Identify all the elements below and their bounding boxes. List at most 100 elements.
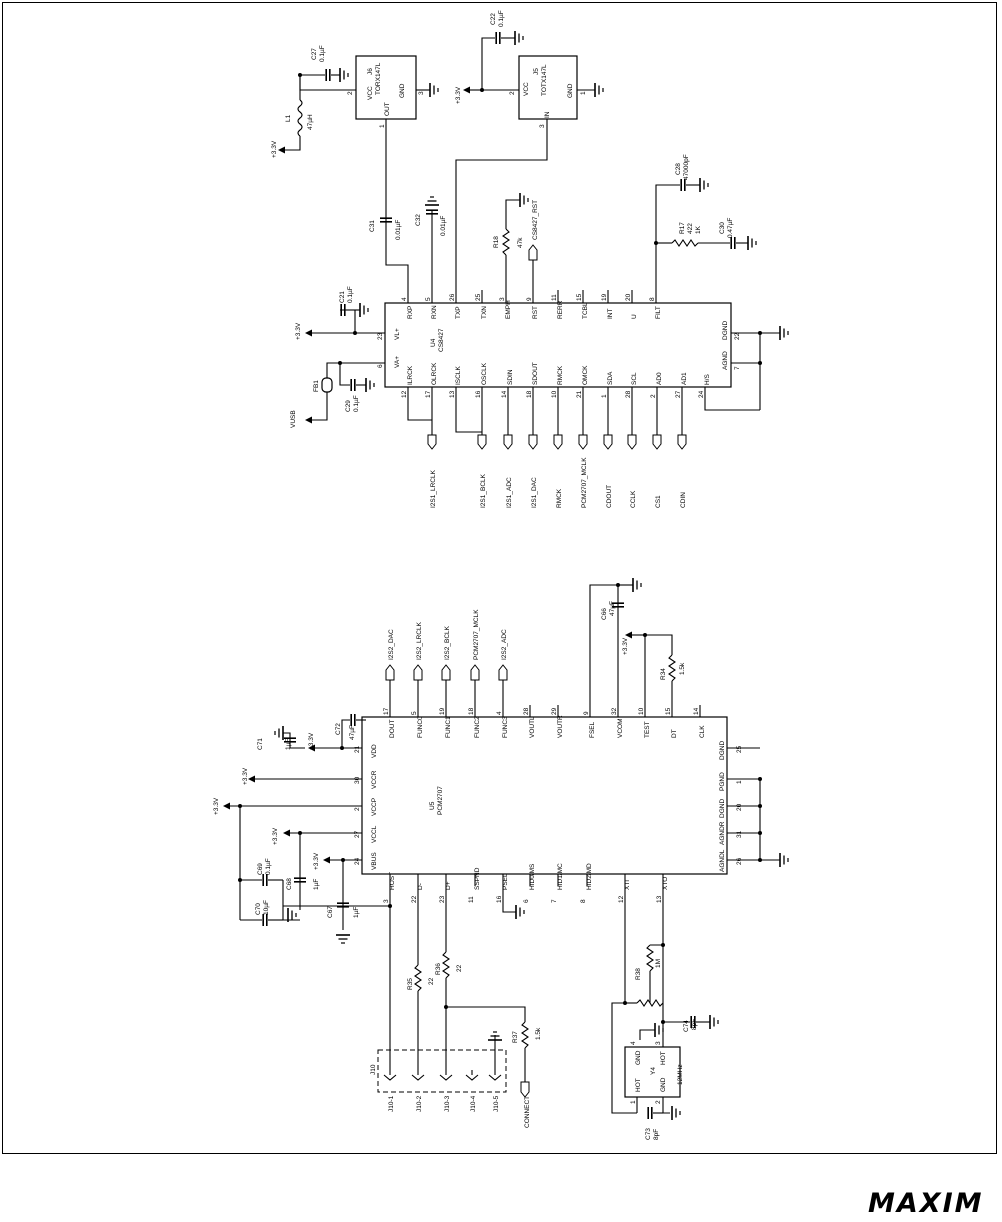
u4-pin-23: 23 bbox=[377, 332, 384, 340]
u5-pin-13-num: 13 bbox=[656, 895, 663, 903]
u4-pin-5-num: 5 bbox=[425, 297, 432, 301]
u4-pin-15-name: TCBL bbox=[582, 302, 589, 319]
c30-ref: C30 bbox=[719, 222, 726, 234]
u5-net-0: I2S2_DAC bbox=[388, 629, 395, 660]
r18-ref: R18 bbox=[493, 236, 500, 248]
supply-vbus: +3.3V bbox=[313, 852, 320, 870]
c32-ref: C32 bbox=[415, 214, 422, 226]
u5-pin-22-name: D- bbox=[417, 883, 424, 890]
u4-net-8: CS1 bbox=[655, 495, 662, 508]
u4-pin-24-num: 24 bbox=[698, 390, 705, 398]
j10-pin-4: J10-4 bbox=[470, 1095, 477, 1112]
u4-pin-5-name: RXN bbox=[431, 305, 438, 319]
u4-pin-11-num: 11 bbox=[551, 294, 558, 301]
schematic-frame bbox=[2, 2, 997, 1154]
u4-pin-24-name: H/S bbox=[704, 374, 711, 386]
l1-value: 47µH bbox=[307, 114, 314, 130]
u4-dgnd-name: DGND bbox=[722, 321, 729, 340]
r36-value: 22 bbox=[456, 964, 463, 972]
u5-pin-17-num: 17 bbox=[383, 707, 390, 715]
u4-pin-8-num: 8 bbox=[649, 297, 656, 301]
supply-j5: +3.3V bbox=[455, 86, 462, 104]
c28-value: 47000pF bbox=[683, 154, 690, 180]
u4-pin-18-name: SDOUT bbox=[532, 362, 539, 385]
c71-ref: C71 bbox=[257, 738, 264, 750]
port-i2s1-dac bbox=[528, 434, 538, 450]
supply-vdd: +3.3V bbox=[308, 732, 315, 750]
c21-ref: C21 bbox=[339, 291, 346, 303]
supply-l1: +3.3V bbox=[271, 140, 278, 158]
c70-ref: C70 bbox=[255, 903, 262, 915]
u5-pin-27-num: 27 bbox=[354, 830, 361, 838]
u5-pin-18-num: 18 bbox=[468, 707, 475, 715]
r38-value: 1M bbox=[655, 959, 662, 968]
u5-pin-18-name: FUNC2 bbox=[474, 716, 481, 738]
u4-pin-2-num: 2 bbox=[650, 394, 657, 398]
u4-net-7: CCLK bbox=[630, 490, 637, 508]
u4-pin-13-name: ISCLK bbox=[455, 366, 462, 385]
u5-pin-28-num: 28 bbox=[523, 707, 530, 715]
r17-v1: 422 bbox=[687, 223, 694, 234]
j10-pin-5: J10-5 bbox=[493, 1095, 500, 1112]
y4-pin3: 3 bbox=[655, 1041, 662, 1045]
u4-net-1: I2S1_BCLK bbox=[480, 473, 487, 508]
c27-value: 0.1µF bbox=[319, 45, 326, 62]
u4-pin-3-num: 3 bbox=[499, 297, 506, 301]
u5-pin-24-name: VBUS bbox=[371, 852, 378, 870]
u5-pin-7-num: 7 bbox=[551, 899, 558, 903]
j10-pin-2: J10-2 bbox=[416, 1095, 423, 1112]
j6-vcc: VCC bbox=[367, 86, 374, 100]
u5-rpin-3-name: AGNDR bbox=[719, 821, 726, 845]
y4-gnd2: GND bbox=[660, 1077, 667, 1092]
u5-pin-29-num: 29 bbox=[551, 707, 558, 715]
u4-pin-12-num: 12 bbox=[401, 390, 408, 398]
r37-value: 1.5k bbox=[535, 1027, 542, 1040]
r38-ref: R38 bbox=[635, 968, 642, 980]
u5-pin-6-num: 6 bbox=[523, 899, 530, 903]
u4-pin-11-name: RERR bbox=[557, 300, 564, 319]
u5-pin-11-name: SSPND bbox=[474, 867, 481, 890]
u5-pin-11-num: 11 bbox=[468, 896, 475, 903]
j10-outline bbox=[377, 1049, 507, 1093]
j5-pin2: 2 bbox=[509, 91, 516, 95]
u5-pin-22-num: 22 bbox=[411, 895, 418, 903]
u4-net-2: I2S1_ADC bbox=[506, 477, 513, 508]
c69-ref: C69 bbox=[257, 863, 264, 875]
u4-pin-1-name: SDA bbox=[607, 371, 614, 385]
u4-pin-9-num: 9 bbox=[526, 297, 533, 301]
u4-pin-16-name: OSCLK bbox=[481, 362, 488, 385]
j5-pin3: 3 bbox=[539, 124, 546, 128]
supply-vccl: +3.3V bbox=[272, 827, 279, 845]
j6-pin2: 2 bbox=[347, 91, 354, 95]
j5-in: IN bbox=[544, 111, 551, 118]
u5-pin-28-name: VOUTL bbox=[529, 716, 536, 738]
c22-value: 0.1µF bbox=[498, 10, 505, 27]
supply-vcom: +3.3V bbox=[622, 637, 629, 655]
u4-pin-4-name: RXP bbox=[407, 306, 414, 319]
connect-net: CONNECT bbox=[524, 1096, 531, 1128]
u5-pin-24-num: 24 bbox=[354, 857, 361, 865]
u4-pin-10-num: 10 bbox=[551, 390, 558, 398]
c66-ref: C66 bbox=[601, 608, 608, 620]
u5-pin-12-name: XTI bbox=[624, 880, 631, 890]
j5-ref: J5 bbox=[533, 68, 540, 75]
u5-pin-2-name: VCCP bbox=[371, 798, 378, 816]
u5-rpin-1-name: PGND bbox=[719, 772, 726, 791]
c31-value: 0.01µF bbox=[395, 220, 402, 240]
c31-ref: C31 bbox=[369, 220, 376, 232]
u5-rpin-1-num: 1 bbox=[736, 780, 743, 784]
j10-ref: J10 bbox=[370, 1064, 377, 1075]
u5-rpin-3-num: 31 bbox=[736, 830, 743, 838]
u4-pin-18-num: 18 bbox=[526, 390, 533, 398]
u5-rpin-0-name: DGND bbox=[719, 741, 726, 760]
u4-pin-22: 22 bbox=[734, 332, 741, 340]
supply-vl: +3.3V bbox=[295, 322, 302, 340]
c28-ref: C28 bbox=[675, 163, 682, 175]
u5-pin-32-num: 32 bbox=[611, 707, 618, 715]
u4-pin-27-num: 27 bbox=[675, 390, 682, 398]
j6-pin1: 1 bbox=[379, 124, 386, 128]
u4-pin-19-name: INT bbox=[607, 309, 614, 320]
c67-value: 1µF bbox=[353, 907, 360, 918]
j5-gnd: GND bbox=[567, 83, 574, 98]
c69-value: 0.1µF bbox=[265, 858, 272, 875]
